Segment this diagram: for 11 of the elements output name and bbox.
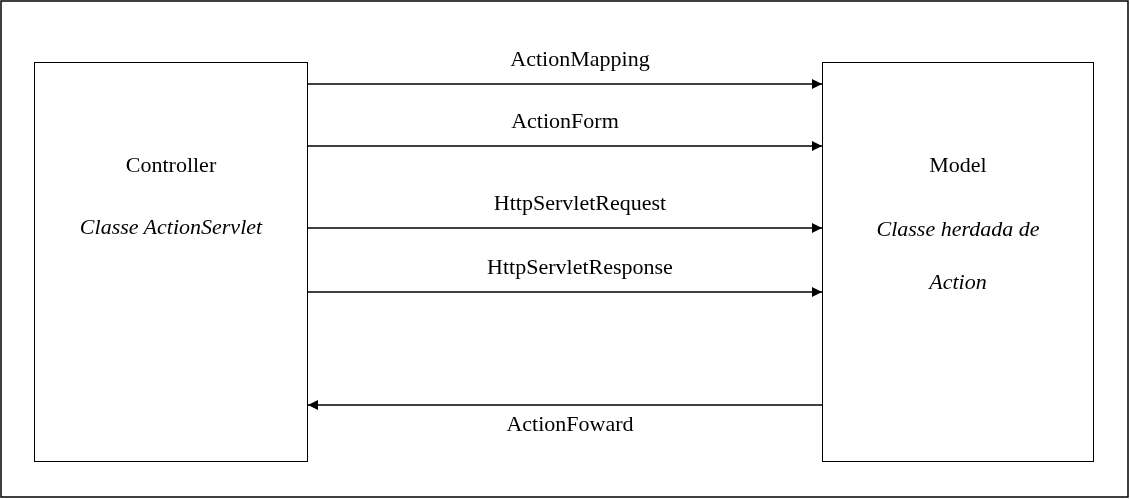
class-name: Classe herdada de Action [875,215,1041,296]
component-title: Controller [124,151,218,179]
component-box [34,62,308,462]
arrow [307,400,823,410]
class-name: Classe ActionServlet [78,213,264,241]
arrow [307,79,823,89]
component-title: Model [928,151,988,179]
arrow [307,287,823,297]
arrow [307,223,823,233]
component-box [822,62,1094,462]
arrow [307,141,823,151]
